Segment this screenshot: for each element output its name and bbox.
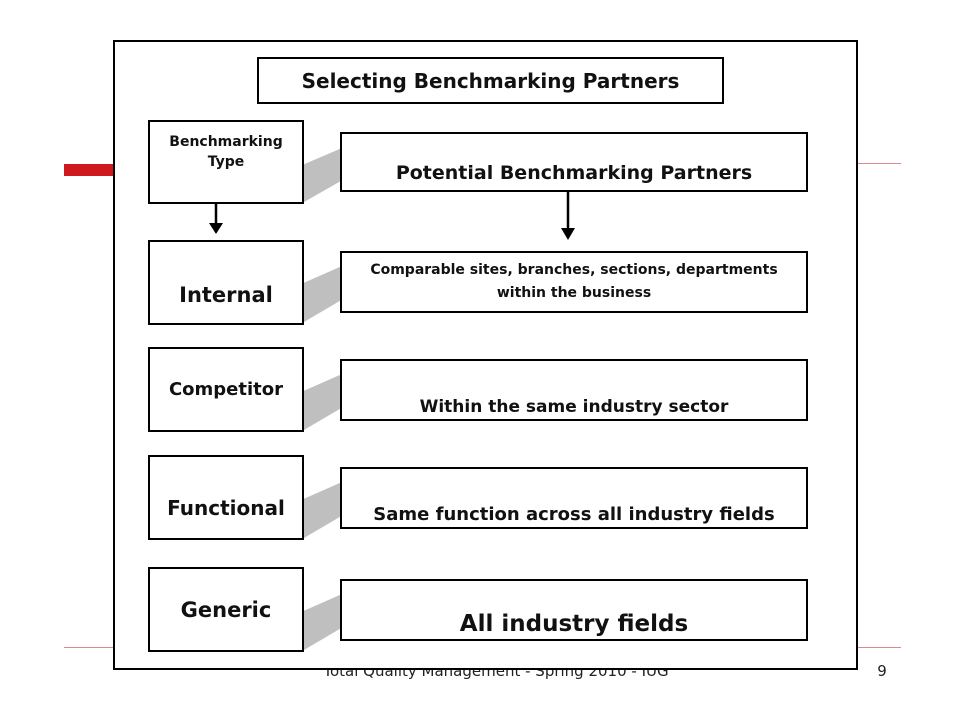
page-number: 9 — [877, 662, 887, 680]
accent-line-top — [855, 163, 901, 164]
header-benchmarking-type: Benchmarking Type — [148, 120, 304, 204]
type-competitor: Competitor — [148, 347, 304, 432]
accent-line-bottom-right — [855, 647, 901, 648]
header-potential-partners: Potential Benchmarking Partners — [340, 132, 808, 192]
type-internal: Internal — [148, 240, 304, 325]
partners-internal: Comparable sites, branches, sections, de… — [340, 251, 808, 313]
arrow-down-icon — [561, 192, 575, 240]
type-functional: Functional — [148, 455, 304, 540]
accent-line-bottom-left — [64, 647, 116, 648]
type-generic: Generic — [148, 567, 304, 652]
arrow-down-icon — [209, 204, 223, 234]
accent-bar — [64, 164, 124, 176]
partners-functional: Same function across all industry fields — [340, 467, 808, 529]
partners-generic: All industry fields — [340, 579, 808, 641]
partners-competitor: Within the same industry sector — [340, 359, 808, 421]
diagram-title: Selecting Benchmarking Partners — [257, 57, 724, 104]
